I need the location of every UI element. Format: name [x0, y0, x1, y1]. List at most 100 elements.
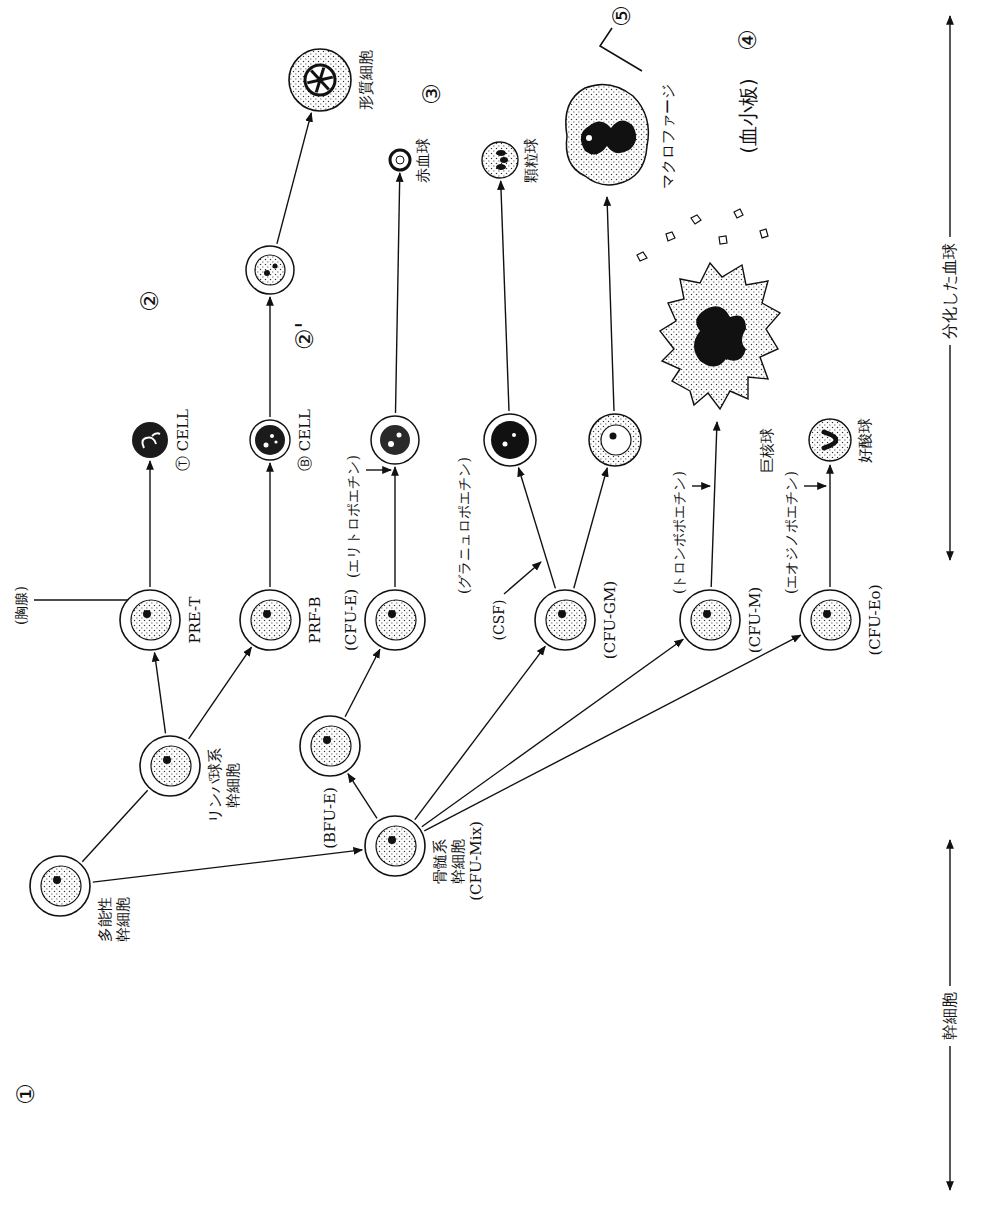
- cell-node: Ⓑ CELL: [248, 418, 292, 462]
- cell-part: [120, 590, 180, 650]
- cell-node: (BFU-E): [298, 714, 362, 778]
- cell-label: (CFU-Eo): [866, 580, 884, 660]
- feed-arrow: [504, 562, 541, 594]
- platelet: [637, 252, 647, 261]
- feed-arrow: [692, 485, 710, 486]
- cell-label: (CFU-M): [746, 580, 764, 660]
- cell-part: [824, 432, 836, 448]
- cell-label: Ⓑ CELL: [296, 390, 314, 490]
- arrow-connector: [415, 646, 545, 819]
- cell-drawing: [118, 588, 182, 652]
- cell-part: [255, 255, 285, 285]
- cytokine-label: (エオジノポエチン): [782, 471, 800, 594]
- cell-label: 巨核球: [758, 422, 776, 478]
- cell-label: 顆粒球: [522, 125, 540, 195]
- cell-label: 好酸球: [856, 400, 874, 480]
- callout-number: ⑤: [609, 5, 635, 27]
- cell-caption: (CFU-M): [746, 580, 764, 660]
- cell-part: [246, 246, 294, 294]
- cell-part: [380, 425, 410, 455]
- cell-caption: (CFU-GM): [601, 580, 619, 660]
- cell-part: [484, 414, 536, 466]
- cell-part: [566, 84, 649, 185]
- cell-caption: マクロファージ: [659, 71, 677, 201]
- cell-caption: リンパ球系幹細胞: [206, 742, 242, 828]
- arrow-connector: [345, 649, 380, 716]
- cell-part: [680, 590, 740, 650]
- cell-drawing: [533, 588, 597, 652]
- platelet: [691, 215, 701, 224]
- cell-drawing: [298, 714, 362, 778]
- cell-part: [250, 420, 290, 460]
- cell-part: [581, 120, 636, 154]
- arrow-connector: [607, 197, 614, 411]
- cell-caption: 巨核球: [758, 422, 776, 478]
- cell-drawing: [28, 854, 92, 918]
- feed-arrow: [366, 469, 391, 470]
- cell-drawing: [363, 588, 427, 652]
- cell-drawing: [587, 412, 643, 468]
- cell-caption: 好酸球: [856, 400, 874, 480]
- cell-part: [491, 421, 529, 459]
- cell-part: [263, 610, 271, 618]
- cell-part: [376, 600, 416, 640]
- arrow-connector: [93, 850, 362, 882]
- cell-part: [503, 442, 508, 447]
- cell-label: (BFU-E): [321, 782, 339, 854]
- arrow-connector: [348, 774, 377, 819]
- cell-part: [270, 434, 274, 438]
- cell-caption: Ⓑ CELL: [296, 390, 314, 490]
- arrow-connector: [574, 468, 607, 588]
- cell-label: (CFU-Mix): [467, 821, 485, 901]
- cell-drawing: [248, 418, 292, 462]
- cell-part: [388, 836, 396, 844]
- cytokine-label: (エリトロポエチン): [344, 455, 362, 578]
- cell-drawing: [480, 140, 520, 180]
- cell-node: PRE-T: [118, 588, 182, 652]
- axis-label: 幹細胞: [941, 986, 959, 1046]
- cell-part: [140, 736, 200, 796]
- cell-part: [311, 726, 351, 766]
- feed-arrow: [804, 485, 826, 486]
- callout-number: ②': [292, 322, 318, 350]
- cell-part: [397, 433, 402, 438]
- arrow-connector: [396, 173, 400, 413]
- arrow-connector: [394, 467, 395, 587]
- cell-part: [376, 826, 416, 866]
- cell-node: PRF-B: [238, 588, 302, 652]
- cell-label: (CFU-E): [342, 580, 360, 660]
- cell-part: [390, 150, 410, 170]
- cell-label: PRF-B: [306, 580, 324, 660]
- cell-part: [264, 443, 269, 448]
- cell-part: [496, 150, 506, 156]
- cell-part: [558, 610, 566, 618]
- cell-label: リンパ球系幹細胞: [206, 745, 242, 825]
- arrow-connector: [501, 181, 509, 411]
- cell-part: [255, 425, 285, 455]
- cell-part: [143, 610, 151, 618]
- cell-part: [388, 441, 394, 447]
- cell-node: [369, 414, 421, 466]
- cell-part: [823, 610, 831, 618]
- cell-node: 多能性幹細胞: [28, 854, 92, 918]
- axis-label: 分化した血球: [941, 237, 959, 345]
- cell-caption: PRE-T: [186, 580, 204, 660]
- cell-label: 形質細胞: [357, 35, 375, 125]
- cell-part: [396, 156, 404, 164]
- cell-part: [142, 433, 160, 448]
- arrow-connector: [149, 461, 150, 587]
- arrow-connector: [189, 647, 252, 739]
- arrow-connector: [711, 422, 717, 587]
- cell-label: 多能性幹細胞: [96, 893, 132, 945]
- cell-label: マクロファージ: [659, 71, 677, 201]
- cell-node: 形質細胞: [287, 47, 353, 113]
- arrow-connector: [269, 463, 270, 587]
- cell-node: マクロファージ: [555, 76, 655, 196]
- cell-part: [601, 425, 631, 455]
- cell-part: [694, 306, 746, 366]
- cytokine-label: (CSF): [492, 600, 507, 641]
- cell-part: [273, 264, 278, 269]
- cell-part: [163, 756, 171, 764]
- cell-part: [388, 610, 396, 618]
